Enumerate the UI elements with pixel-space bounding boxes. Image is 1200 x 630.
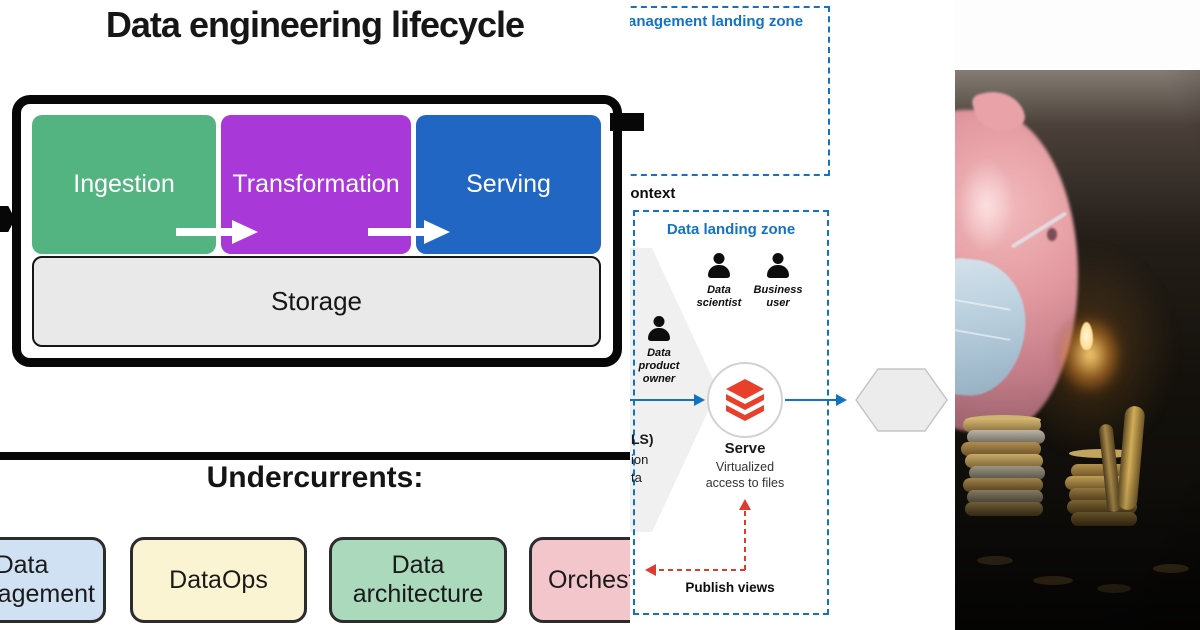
blue-arrow-head-icon: [694, 394, 705, 406]
serve-node-circle: [707, 362, 783, 438]
serve-description-line: Virtualized: [715, 460, 775, 474]
stage-ingestion-label: Ingestion: [73, 170, 175, 198]
floor-coin-glint: [977, 556, 1013, 565]
candle-flame: [1080, 322, 1093, 350]
persona-label-line: owner: [642, 373, 676, 385]
person-icon: [646, 316, 672, 344]
piggy-bank-photo: [955, 70, 1200, 630]
arrow-head: [424, 220, 450, 244]
persona-business-user: Business user: [750, 253, 806, 310]
undercurrent-label-line: Data: [391, 551, 445, 579]
logo-layer: [726, 394, 764, 410]
persona-label-line: Data: [707, 284, 731, 296]
stage-transformation-label: Transformation: [232, 170, 400, 198]
persona-label-line: scientist: [696, 297, 742, 309]
outbound-arrow-stub: [610, 113, 644, 131]
floor-coin-glint: [1033, 576, 1073, 585]
serve-title: Serve: [724, 440, 766, 457]
floor-coin-glint: [1097, 584, 1131, 593]
data-landing-zone-label: Data landing zone: [666, 221, 796, 238]
right-arrow-icon: [176, 220, 258, 244]
logo-layer: [726, 379, 764, 399]
inbound-arrow-stub: [0, 206, 15, 232]
context-label: context: [630, 185, 676, 202]
person-icon: [765, 253, 791, 281]
lifecycle-diagram: Data engineering lifecycle Ingestion Tra…: [0, 4, 630, 630]
red-arrow-head-icon: [739, 499, 751, 510]
storage-box: Storage: [32, 256, 601, 347]
management-landing-zone-label: Data management landing zone: [630, 13, 804, 30]
flow-arrows-layer: [630, 368, 948, 576]
arrow-head: [232, 220, 258, 244]
landing-zone-diagram: Data management landing zone context Dat…: [630, 0, 955, 630]
red-arrow-head-icon: [645, 564, 656, 576]
floor-coin-glint: [1153, 564, 1189, 573]
piggy-bank-highlight: [957, 158, 1015, 253]
undercurrent-data-architecture: Data architecture: [329, 537, 507, 623]
undercurrent-label-line: management: [0, 580, 95, 608]
management-landing-zone-box: [630, 6, 830, 176]
data-landing-zone-box: [633, 210, 829, 615]
candle-glow: [1040, 295, 1140, 415]
lifecycle-title: Data engineering lifecycle: [105, 4, 525, 45]
clipped-text-fragment: LS): [631, 431, 654, 447]
serve-description-line: access to files: [705, 476, 785, 490]
blue-arrow-head-icon: [836, 394, 847, 406]
piggy-bank-eye: [1047, 228, 1057, 241]
undercurrent-label-line: Orchestration: [547, 565, 630, 594]
coin: [965, 502, 1043, 516]
clipped-text-fragment: ion: [631, 452, 649, 467]
undercurrent-data-management: Data management: [0, 537, 106, 623]
undercurrent-label-line: Data: [0, 551, 49, 579]
persona-data-scientist: Data scientist: [692, 253, 746, 310]
undercurrent-dataops: DataOps: [130, 537, 307, 623]
undercurrent-label-line: architecture: [352, 580, 484, 608]
coin-stack: [959, 415, 1049, 522]
databricks-logo-icon: [726, 379, 764, 421]
persona-label-line: Data: [647, 347, 671, 359]
publish-views-label: Publish views: [685, 580, 775, 595]
right-arrow-icon: [368, 220, 450, 244]
undercurrents-frame: [0, 452, 630, 630]
persona-data-product-owner: Data product owner: [632, 316, 686, 386]
clipped-text-fragment: ta: [631, 470, 642, 485]
persona-label-line: user: [766, 297, 790, 309]
logo-layer: [726, 405, 764, 421]
storage-label: Storage: [270, 286, 363, 316]
stage-serving-label: Serving: [466, 170, 551, 198]
arrow-shaft: [176, 228, 232, 236]
undercurrent-orchestration: Orchestration: [529, 537, 630, 623]
arrow-shaft: [368, 228, 424, 236]
hexagon-node: [855, 368, 948, 432]
photo-panel: [955, 0, 1200, 630]
coin: [1071, 512, 1137, 526]
serve-caption: Serve Virtualized access to files: [675, 440, 815, 491]
persona-label-line: product: [638, 360, 680, 372]
persona-label-line: Business: [753, 284, 803, 296]
undercurrent-label-line: DataOps: [169, 565, 268, 594]
person-icon: [706, 253, 732, 281]
undercurrents-title: Undercurrents:: [206, 461, 424, 494]
